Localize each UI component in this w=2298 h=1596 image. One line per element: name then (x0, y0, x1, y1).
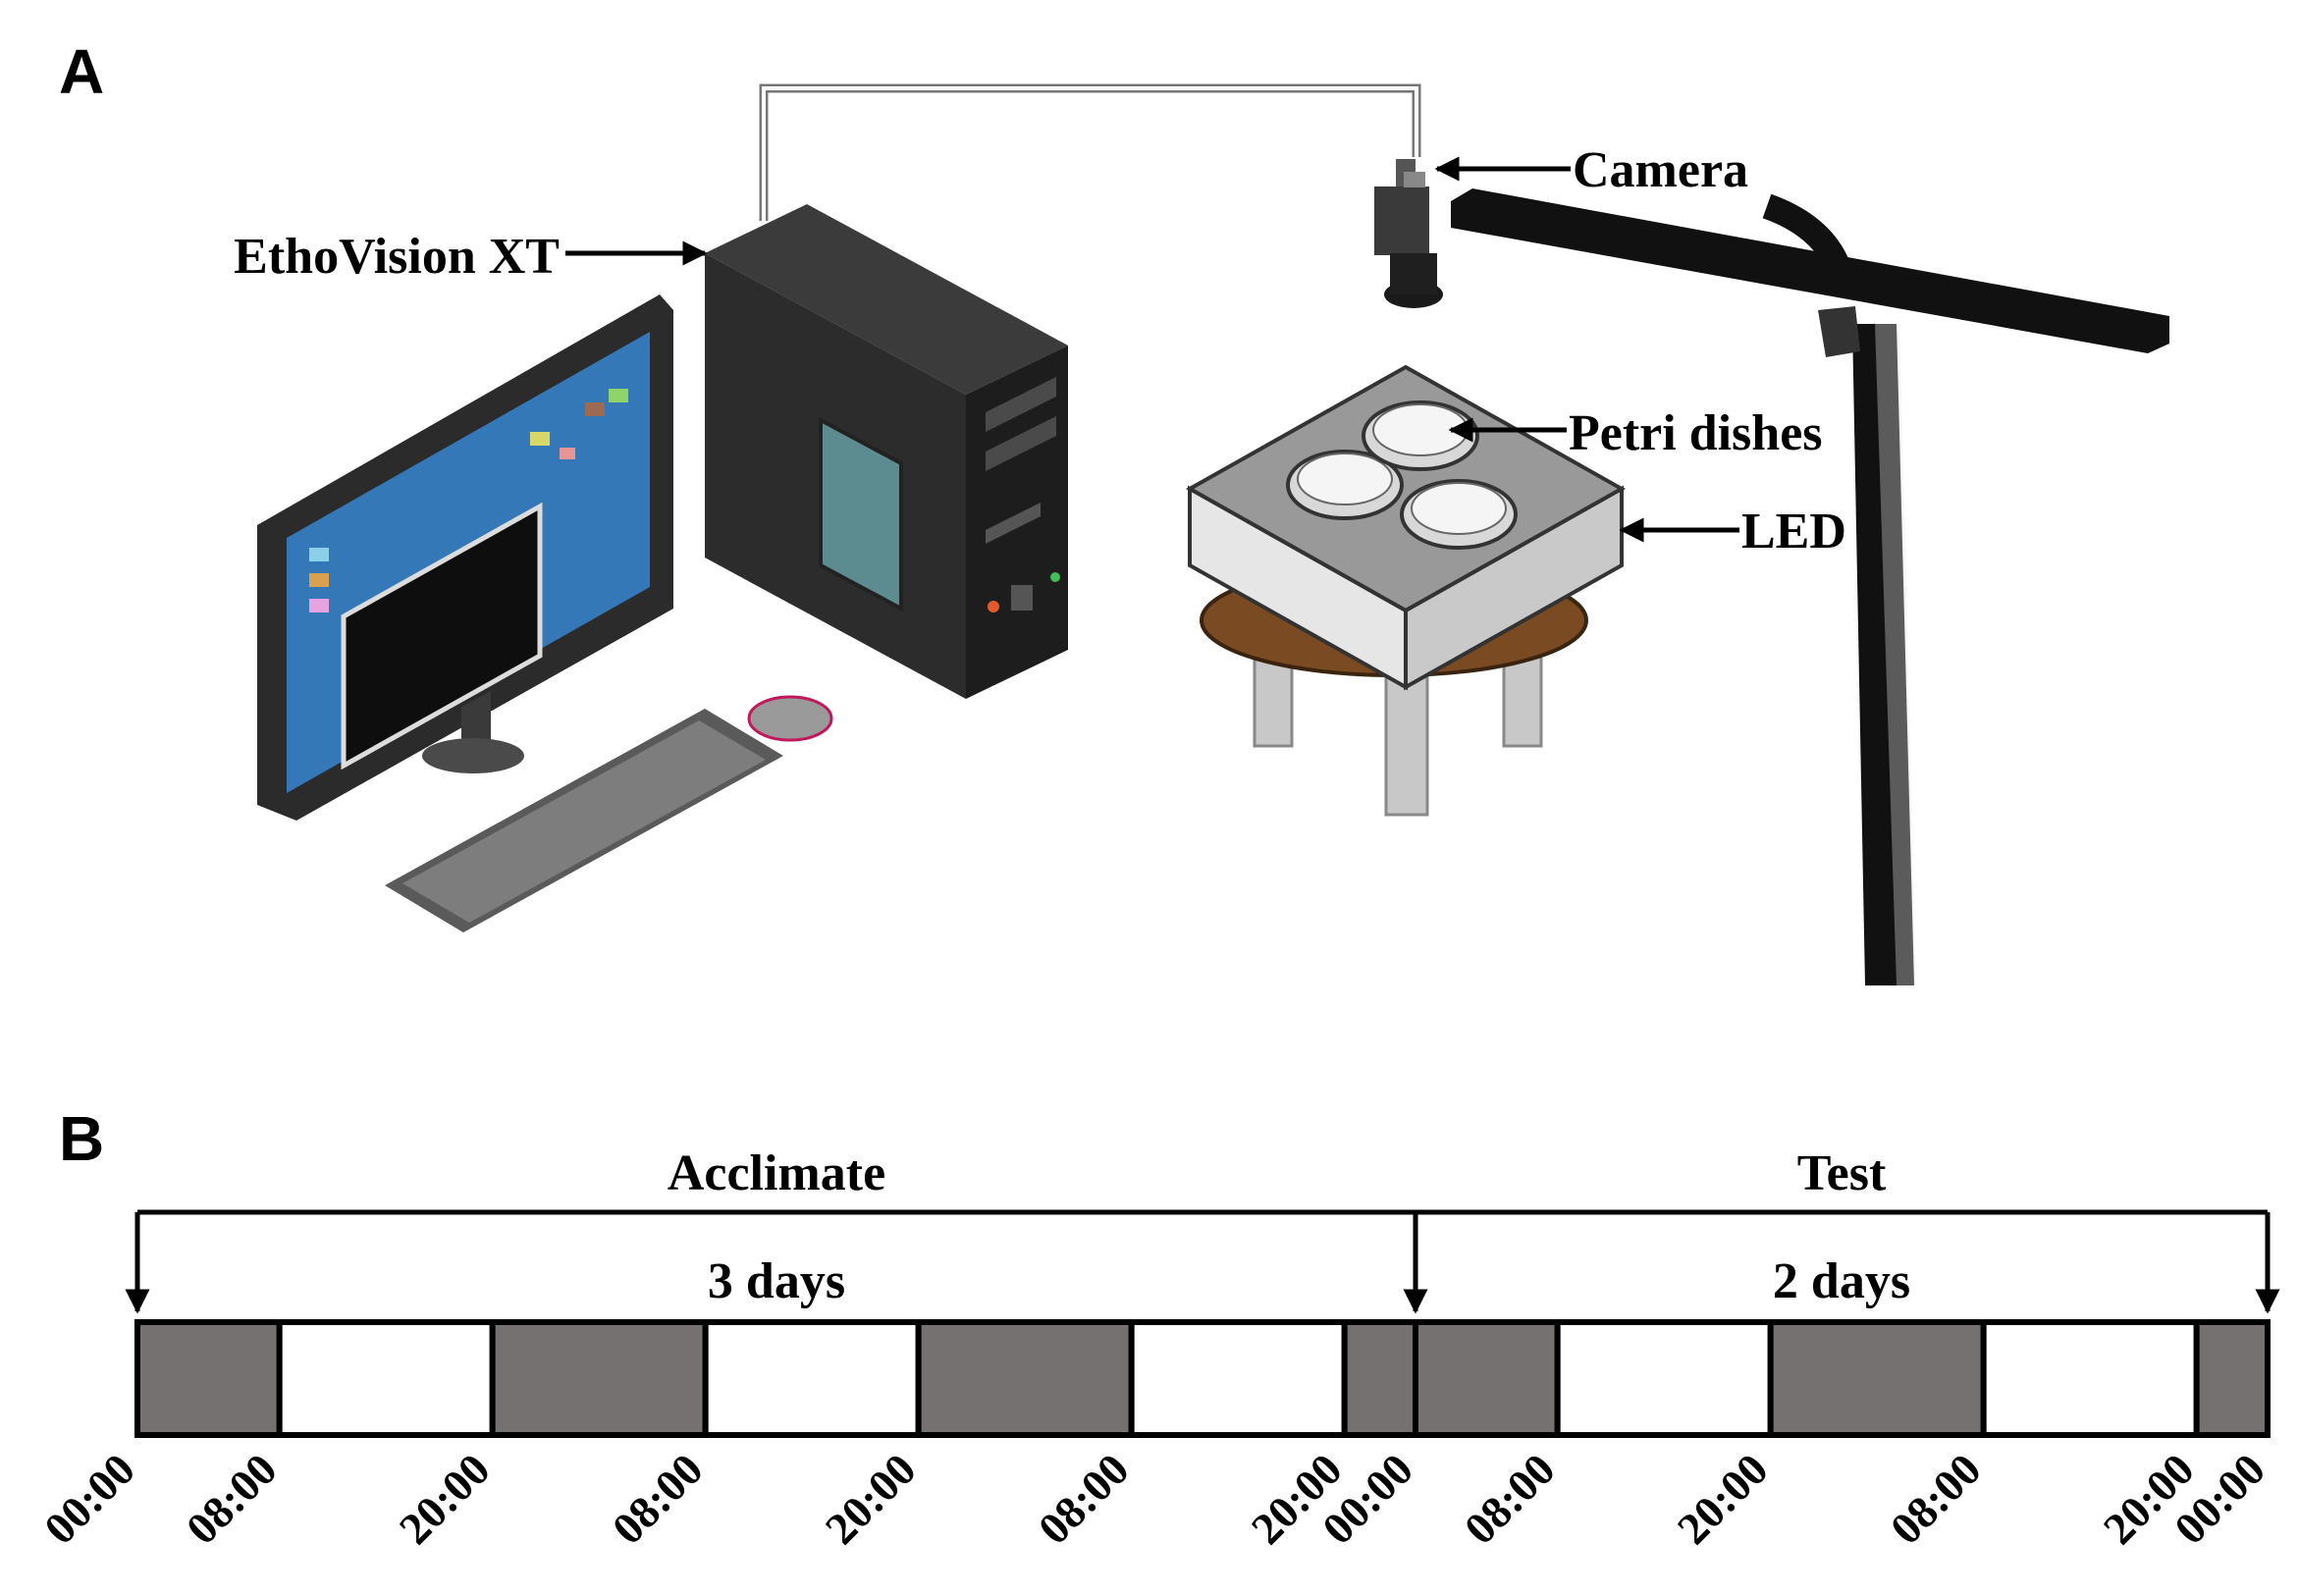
monitor-icon (257, 294, 673, 821)
phase-label: Test (1797, 1145, 1887, 1201)
timeline-segment-dark (915, 1319, 1135, 1438)
tick-label: 08:00 (1029, 1444, 1139, 1554)
tick-label: 08:00 (1455, 1444, 1565, 1554)
label-camera: Camera (1573, 142, 1748, 198)
led-platform-icon (1185, 364, 1627, 817)
segment-layer (134, 1319, 2271, 1438)
phase-layer: Acclimate 3 days Test 2 days (125, 1145, 2280, 1314)
tick-label: 20:00 (1668, 1444, 1778, 1554)
phase-duration: 2 days (1773, 1253, 1910, 1309)
tick-label: 20:00 (390, 1444, 500, 1554)
timeline-segment-dark (1341, 1319, 1418, 1438)
tick-label: 00:00 (34, 1444, 144, 1554)
timeline-segment-dark (1767, 1319, 1987, 1438)
panel-a-letter: A (59, 36, 104, 107)
mouse-icon (747, 695, 833, 742)
timeline-segment-dark (489, 1319, 709, 1438)
timeline-segment-dark (134, 1319, 283, 1438)
petri-dish-icon (1362, 400, 1479, 471)
phase-duration: 3 days (708, 1253, 845, 1309)
camera-cable-highlight (762, 86, 1418, 221)
timeline-segment-light (276, 1319, 496, 1438)
tick-label: 08:00 (177, 1444, 287, 1554)
computer-tower-icon (705, 204, 1068, 699)
timeline-segment-light (702, 1319, 922, 1438)
label-led: LED (1741, 504, 1846, 559)
timeline-segment-dark (1413, 1319, 1561, 1438)
timeline: Acclimate 3 days Test 2 days 00:00 08:00 20:0… (34, 1145, 2280, 1554)
label-ethovision: EthoVision XT (234, 229, 560, 285)
petri-dish-icon (1286, 450, 1404, 520)
tick-label: 20:00 (816, 1444, 926, 1554)
label-petri-dishes: Petri dishes (1569, 405, 1823, 461)
timeline-segment-light (1554, 1319, 1774, 1438)
panel-b-letter: B (59, 1103, 104, 1174)
timeline-segment-light (1980, 1319, 2200, 1438)
keyboard-icon (385, 709, 783, 932)
tick-label: 08:00 (1881, 1444, 1991, 1554)
camera-icon (1374, 159, 1443, 308)
camera-cable (759, 83, 1421, 221)
petri-dish-icon (1400, 479, 1518, 550)
camera-stand-icon (1451, 188, 2169, 985)
timeline-segment-dark (2193, 1319, 2271, 1438)
timeline-segment-light (1128, 1319, 1348, 1438)
tick-label: 08:00 (603, 1444, 713, 1554)
phase-label: Acclimate (668, 1145, 885, 1201)
